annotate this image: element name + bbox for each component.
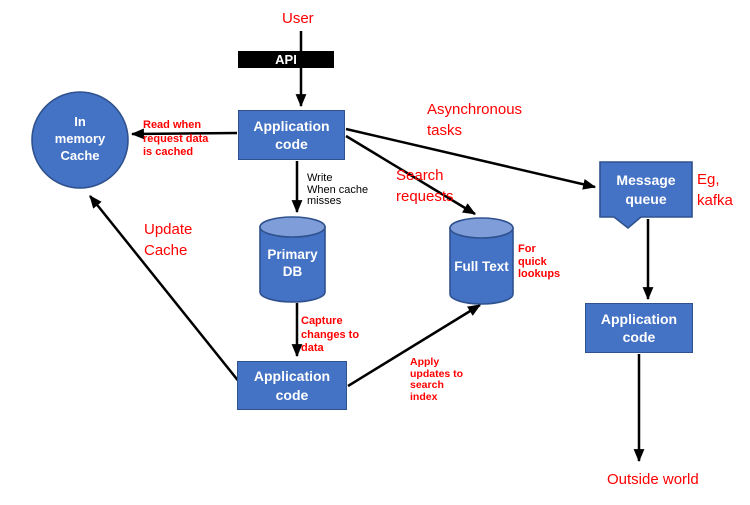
eg-kafka-label: Eg, kafka xyxy=(697,171,733,209)
capture-changes-label: Capture changes to data xyxy=(301,315,360,354)
arrow-application-code-bottom-to-full-text xyxy=(347,303,481,388)
api-node: API xyxy=(238,51,334,68)
message-queue-shape xyxy=(599,161,693,230)
read-when-cached-label: Read when request data is cached xyxy=(143,119,209,158)
primary-db-label: Primary DB xyxy=(267,247,318,279)
primary-db-cylinder-top xyxy=(259,216,326,238)
asynchronous-tasks-label: Asynchronous tasks xyxy=(427,101,523,139)
primary-db-cylinder-body xyxy=(259,226,326,303)
application-code-bottom-node: Application code xyxy=(237,361,347,410)
in-memory-cache-shape xyxy=(31,91,129,189)
arrow-application-code-bottom-to-cache xyxy=(89,195,241,384)
full-text-cylinder-body xyxy=(449,227,514,305)
application-code-top-node: Application code xyxy=(238,110,345,160)
arrow-application-code-to-cache xyxy=(130,128,238,140)
for-quick-lookups-label: For quick lookups xyxy=(518,243,561,280)
user-label: User xyxy=(282,10,314,27)
search-requests-label: Search requests xyxy=(396,167,454,205)
full-text-label: Full Text xyxy=(454,259,509,274)
update-cache-label: Update Cache xyxy=(144,221,193,259)
write-when-cache-misses-label: Write When cache misses xyxy=(307,172,369,207)
message-queue-label: Message queue xyxy=(616,172,676,207)
outside-world-label: Outside world xyxy=(607,471,699,488)
arrow-application-code-to-full-text xyxy=(345,134,476,216)
full-text-cylinder-top xyxy=(449,217,514,239)
apply-updates-label: Apply updates to search index xyxy=(410,356,464,403)
in-memory-cache-label: In memory Cache xyxy=(54,114,106,163)
arrow-application-code-to-message-queue xyxy=(345,127,597,190)
application-code-right-node: Application code xyxy=(585,303,693,353)
